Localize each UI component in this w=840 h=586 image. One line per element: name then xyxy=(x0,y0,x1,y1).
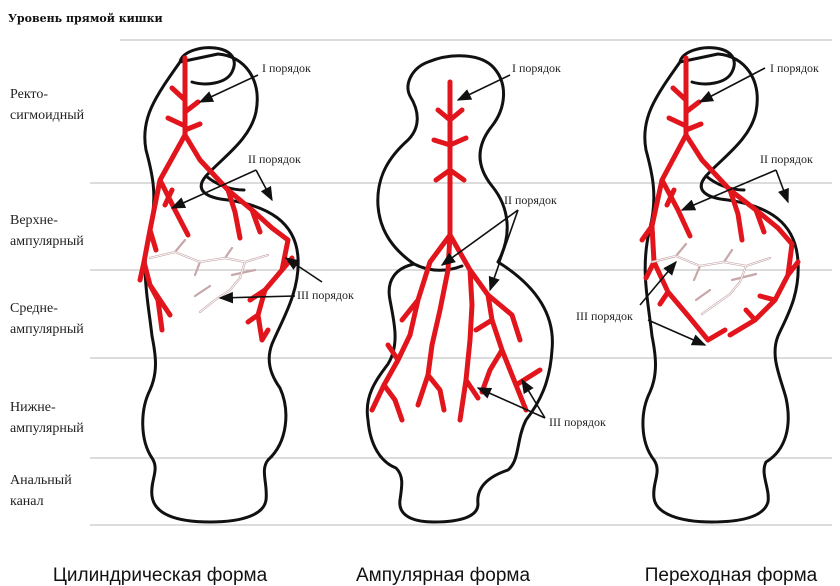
arrow-order2b-ampullar xyxy=(490,210,518,290)
level-rectosigmoid-line1: Ректо- xyxy=(10,87,48,102)
rectum-fold-ampullar xyxy=(414,264,462,270)
level-middle-ampullar-line2: ампулярный xyxy=(10,322,84,337)
arrow-order2b-transitional xyxy=(776,170,788,202)
level-anal-canal-line1: Анальный xyxy=(10,473,72,488)
label-order3-cylindrical: III порядок xyxy=(297,288,354,302)
form-transitional: I порядок II порядок III порядок xyxy=(576,48,819,522)
label-order1-ampullar: I порядок xyxy=(512,61,561,75)
level-middle-ampullar-line1: Средне- xyxy=(10,301,58,316)
level-labels: Ректо- сигмоидный Верхне- ампулярный Сре… xyxy=(10,87,85,509)
label-order3-ampullar: III порядок xyxy=(549,415,606,429)
level-lower-ampullar-line1: Нижне- xyxy=(10,400,56,415)
level-upper-ampullar-line2: ампулярный xyxy=(10,234,84,249)
level-lower-ampullar-line2: ампулярный xyxy=(10,421,84,436)
caption-transitional: Переходная форма xyxy=(645,565,818,586)
caption-cylindrical: Цилиндрическая форма xyxy=(53,565,268,586)
label-order2-transitional: II порядок xyxy=(760,152,813,166)
label-order2-cylindrical: II порядок xyxy=(248,152,301,166)
label-order3-transitional: III порядок xyxy=(576,309,633,323)
arrow-order2b-cylindrical xyxy=(256,170,272,200)
caption-ampullar: Ампулярная форма xyxy=(356,565,531,586)
label-order1-transitional: I порядок xyxy=(770,61,819,75)
form-ampullar: I порядок II порядок III порядок xyxy=(367,56,606,522)
label-order2-ampullar: II порядок xyxy=(504,193,557,207)
arrow-order3b-cylindrical xyxy=(220,296,295,298)
level-rectosigmoid-line2: сигмоидный xyxy=(10,108,85,123)
level-upper-ampullar-line1: Верхне- xyxy=(10,213,58,228)
form-cylindrical: I порядок II порядок III порядок xyxy=(140,48,354,522)
label-order1-cylindrical: I порядок xyxy=(262,61,311,75)
arrow-order2a-transitional xyxy=(682,170,776,210)
arrow-order1-cylindrical xyxy=(200,75,258,102)
figure-heading: Уровень прямой кишки xyxy=(8,12,163,25)
arrow-order3a-ampullar xyxy=(478,388,545,418)
rectum-outline-ampullar xyxy=(367,56,552,522)
plexus-transitional xyxy=(652,244,770,314)
level-anal-canal-line2: канал xyxy=(10,494,44,509)
